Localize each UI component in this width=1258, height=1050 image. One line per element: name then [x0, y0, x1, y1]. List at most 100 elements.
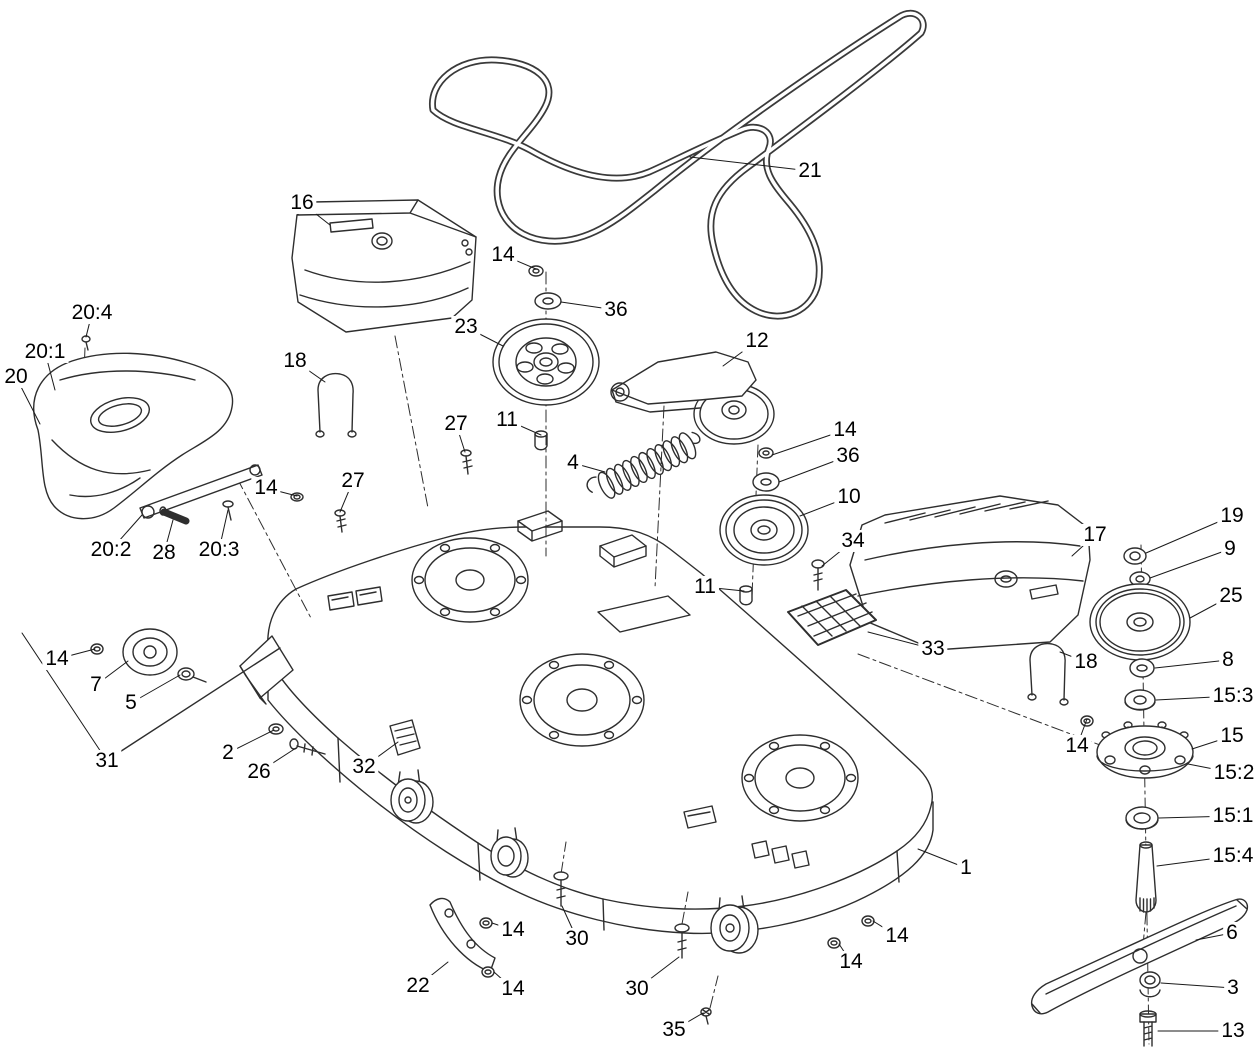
callout-6: 6 — [1223, 921, 1241, 945]
callout-28: 28 — [149, 541, 179, 565]
locknut-14 — [1080, 715, 1094, 727]
callout-15-2: 15:2 — [1210, 761, 1258, 785]
bolt-30 — [553, 871, 569, 907]
callout-26: 26 — [244, 760, 274, 784]
locknut-14 — [290, 492, 304, 502]
callout-11: 11 — [493, 408, 521, 432]
warning-decals — [327, 586, 810, 869]
callout-4: 4 — [564, 451, 582, 475]
callout-14: 14 — [498, 918, 528, 942]
washer-2 — [268, 723, 284, 735]
bearing-15-1 — [1125, 806, 1159, 830]
v-pulley-10 — [719, 494, 809, 566]
callout-31: 31 — [92, 749, 122, 773]
deck-roller — [122, 628, 178, 676]
drive-belt — [428, 9, 927, 320]
callout-15-3: 15:3 — [1209, 684, 1257, 708]
callout-14: 14 — [251, 476, 281, 500]
callout-14: 14 — [42, 647, 72, 671]
callout-13: 13 — [1218, 1019, 1248, 1043]
debris-tray — [787, 589, 877, 646]
callout-15: 15 — [1217, 724, 1247, 748]
blade-bolt-13 — [1139, 1010, 1157, 1047]
bolt-5 — [177, 667, 207, 683]
hitch-rod-left — [315, 372, 357, 438]
callout-15-4: 15:4 — [1209, 844, 1257, 868]
callout-10: 10 — [834, 485, 864, 509]
blade — [1030, 898, 1249, 1015]
leader-line-31 — [21, 632, 108, 762]
idler-spring — [586, 431, 701, 499]
callout-14: 14 — [882, 924, 912, 948]
callout-34: 34 — [838, 529, 868, 553]
bolt-11 — [739, 585, 753, 606]
leader-line-21 — [689, 156, 811, 172]
pin-28 — [159, 506, 190, 525]
washer-36 — [534, 292, 562, 310]
group-bracket-31 — [111, 647, 281, 758]
spindle-stack — [1089, 547, 1194, 913]
leader-line-8 — [1154, 659, 1229, 669]
callout-20-1: 20:1 — [21, 340, 69, 364]
bolt-20-4 — [81, 335, 91, 351]
callout-36: 36 — [833, 444, 863, 468]
screw-35 — [700, 1007, 712, 1025]
anti-scalp-rollers — [390, 769, 759, 954]
callout-27: 27 — [441, 412, 471, 436]
callout-14: 14 — [488, 243, 518, 267]
lock-collar-15-3 — [1124, 689, 1156, 711]
leader-line-9 — [1149, 548, 1231, 579]
callout-32: 32 — [349, 755, 379, 779]
blade-washer-3 — [1139, 971, 1161, 998]
locknut-14 — [758, 447, 774, 459]
callout-27: 27 — [338, 469, 368, 493]
mower-deck — [239, 510, 934, 954]
callout-18: 18 — [1071, 650, 1101, 674]
callout-17: 17 — [1080, 523, 1110, 547]
callout-22: 22 — [403, 974, 433, 998]
locknut-14 — [481, 966, 495, 978]
callout-14: 14 — [830, 418, 860, 442]
callout-25: 25 — [1216, 584, 1246, 608]
callout-14: 14 — [1062, 734, 1092, 758]
callout-36: 36 — [601, 298, 631, 322]
spindle-pulley-25 — [1089, 583, 1191, 661]
callout-20-4: 20:4 — [68, 301, 116, 325]
bolt-20-3 — [222, 500, 234, 521]
spindle-shaft-15-4 — [1135, 841, 1157, 913]
locknut-14 — [90, 643, 104, 655]
hitch-rod-right — [1027, 642, 1069, 706]
hardware — [81, 265, 1094, 1025]
callout-19: 19 — [1217, 504, 1247, 528]
callout-20: 20 — [1, 365, 31, 389]
idler-arm-12 — [610, 351, 775, 445]
leader-line-3 — [1160, 982, 1234, 989]
callout-15-1: 15:1 — [1209, 804, 1257, 828]
idler-pulley-23 — [492, 318, 600, 406]
callout-14: 14 — [498, 977, 528, 1001]
spindle-housing-15 — [1096, 721, 1194, 779]
skid-plate — [429, 897, 496, 973]
callout-14: 14 — [836, 950, 866, 974]
screw-27 — [334, 509, 347, 533]
callout-1: 1 — [957, 856, 975, 880]
callout-16: 16 — [287, 191, 317, 215]
belt-cover-right — [849, 495, 1091, 651]
callout-7: 7 — [87, 673, 105, 697]
callout-30: 30 — [622, 977, 652, 1001]
callout-35: 35 — [659, 1018, 689, 1042]
locknut-14 — [528, 265, 544, 277]
belt-cover-left — [291, 199, 477, 333]
discharge-chute — [33, 352, 263, 520]
callout-18: 18 — [280, 349, 310, 373]
callout-8: 8 — [1219, 648, 1237, 672]
washer-36 — [752, 472, 780, 492]
washer-8 — [1129, 658, 1155, 678]
screw-27 — [460, 449, 473, 475]
callout-33: 33 — [918, 637, 948, 661]
callout-5: 5 — [122, 691, 140, 715]
callout-23: 23 — [451, 315, 481, 339]
bolt-11 — [534, 430, 548, 451]
